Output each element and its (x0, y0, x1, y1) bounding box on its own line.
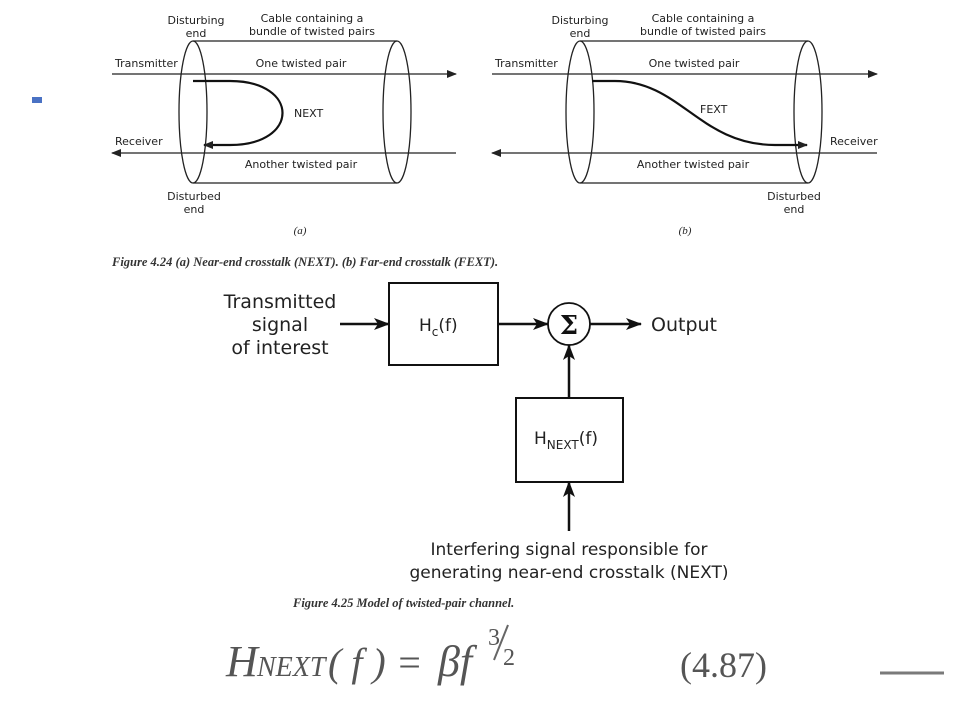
eq-lhs-sub: NEXT (256, 652, 328, 683)
fig-b-disturbing-end-1: Disturbing (551, 14, 608, 27)
fig-a-one-pair-label: One twisted pair (256, 57, 347, 70)
input-label-2: signal (252, 314, 308, 336)
input-label-3: of interest (231, 337, 328, 359)
interfering-label-2: generating near-end crosstalk (NEXT) (410, 563, 729, 583)
slide-bullet-marker (32, 97, 42, 103)
fig-a-cable-near-end (178, 40, 208, 184)
sum-symbol: Σ (560, 311, 578, 341)
fig-b-one-pair-label: One twisted pair (649, 57, 740, 70)
figure-4-24-caption: Figure 4.24 (a) Near-end crosstalk (NEXT… (111, 255, 498, 269)
hc-block (388, 282, 499, 366)
hc-main: H (419, 316, 432, 336)
fig-b-cable-label-1: Cable containing a (652, 12, 755, 25)
fig-a-cable-label-1: Cable containing a (261, 12, 364, 25)
hnext-arg: (f) (579, 429, 598, 449)
eq-beta-f: βf (437, 637, 478, 686)
equation-4-87: H NEXT ( f ) = βf 3 2 (4.87) (225, 624, 767, 686)
fig-b-another-pair-label: Another twisted pair (637, 158, 750, 171)
hnext-main: H (534, 429, 547, 449)
fig-a-receiver-label: Receiver (115, 135, 163, 148)
fig-b-cable-far-end (793, 40, 823, 184)
fig-a-cable-far-end (382, 40, 412, 184)
fig-a-cable-body (193, 40, 397, 184)
output-label: Output (651, 314, 717, 336)
fig-b-receiver-label: Receiver (830, 135, 878, 148)
fig-b-fext: Disturbing end Cable containing a bundle… (491, 12, 878, 237)
hnext-label: HNEXT(f) (534, 429, 598, 452)
eq-lhs-main: H (225, 637, 260, 686)
fig-a-next-path (193, 79, 284, 149)
fig-b-disturbing-end-2: end (570, 27, 591, 40)
hnext-block (515, 397, 624, 483)
hc-sub: c (432, 325, 439, 339)
fig-b-sublabel: (b) (679, 225, 692, 237)
fig-b-fext-path (592, 79, 808, 149)
fig-a-disturbing-end-1: Disturbing (167, 14, 224, 27)
fig-b-transmitter-label: Transmitter (494, 57, 558, 70)
eq-exponent-numerator: 3 (488, 625, 500, 651)
eq-lhs-arg: ( f ) = (328, 640, 423, 685)
eq-exponent-denominator: 2 (503, 645, 515, 671)
fig-a-another-pair-label: Another twisted pair (245, 158, 358, 171)
fig-a-disturbed-end-1: Disturbed (167, 190, 221, 203)
fig-a-transmitter-label: Transmitter (114, 57, 178, 70)
input-label-1: Transmitted (223, 291, 337, 313)
fig-a-disturbing-end-2: end (186, 27, 207, 40)
hc-arg: (f) (438, 316, 457, 336)
fig-b-disturbed-end-1: Disturbed (767, 190, 821, 203)
fig-a-cable-label-2: bundle of twisted pairs (249, 25, 375, 38)
fig-b-cable-near-end (565, 40, 595, 184)
interfering-label-1: Interfering signal responsible for (431, 540, 708, 560)
hnext-sub: NEXT (547, 438, 580, 452)
eq-exponent-slash (493, 624, 509, 661)
fig-b-fext-label: FEXT (700, 103, 728, 116)
fig-a-disturbed-end-2: end (184, 203, 205, 216)
eq-number: (4.87) (680, 645, 767, 685)
fig-b-cable-label-2: bundle of twisted pairs (640, 25, 766, 38)
fig-a-next-label: NEXT (294, 107, 324, 120)
fig-a-sublabel: (a) (294, 225, 307, 237)
fig-a-next: Disturbing end Cable containing a bundle… (111, 12, 457, 237)
hc-label: Hc(f) (419, 316, 458, 339)
fig-b-disturbed-end-2: end (784, 203, 805, 216)
fig-b-cable-body (580, 40, 808, 184)
fig-25-channel-model: Transmitted signal of interest Hc(f) Σ O… (223, 282, 729, 583)
figure-4-25-caption: Figure 4.25 Model of twisted-pair channe… (292, 596, 514, 610)
